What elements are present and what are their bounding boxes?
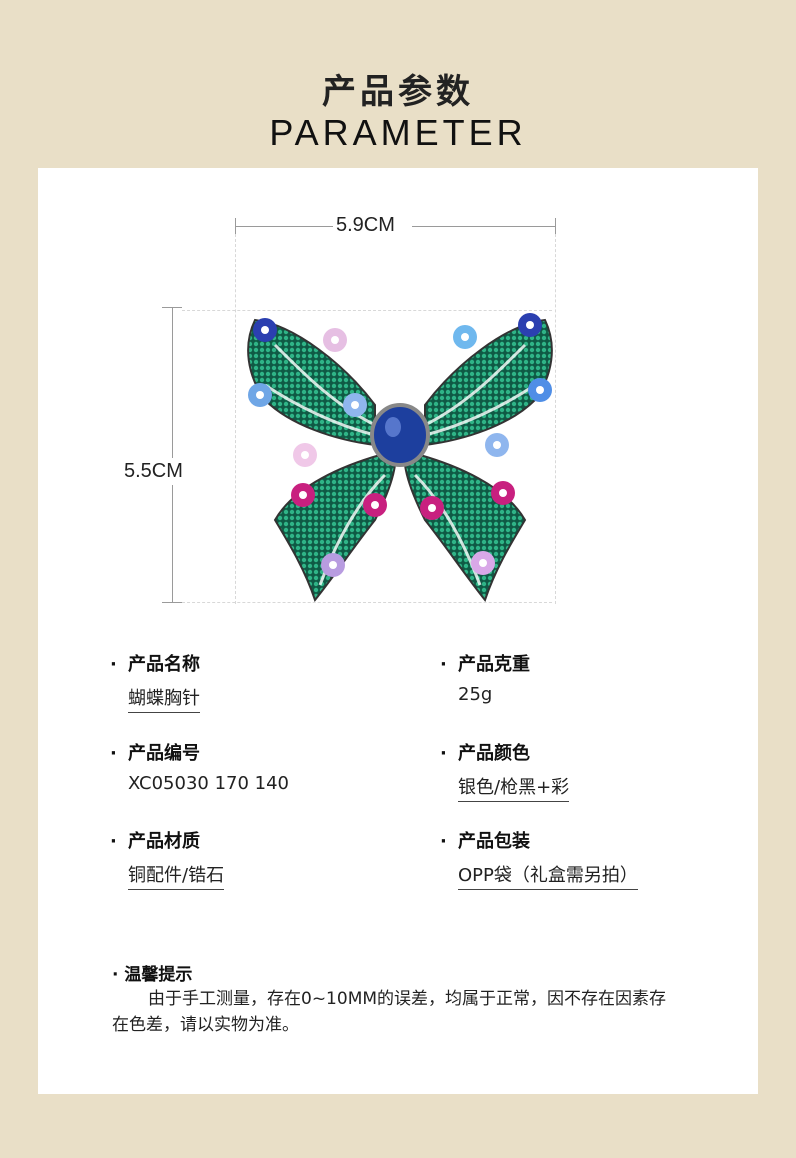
spec-color-value: 银色/枪黑+彩 — [458, 773, 570, 802]
width-dimension-tick-left — [235, 218, 236, 234]
spec-package: ·产品包装 OPP袋（礼盒需另拍） — [440, 827, 638, 890]
tip-text: 由于手工测量，存在0~10MM的误差，均属于正常，因不存在因素存在色差，请以实物… — [112, 989, 667, 1035]
width-dimension-label: 5.9CM — [336, 214, 395, 236]
content-panel — [38, 168, 758, 1094]
spec-package-value: OPP袋（礼盒需另拍） — [458, 861, 638, 890]
spec-weight-label: 产品克重 — [458, 654, 530, 675]
tip-title-text: 温馨提示 — [124, 965, 193, 985]
height-dimension-line — [172, 307, 173, 603]
spec-package-label: 产品包装 — [458, 831, 530, 852]
spec-weight: ·产品克重 25g — [440, 654, 530, 705]
width-dimension-tick-right — [555, 218, 556, 234]
width-guide-left — [235, 234, 236, 604]
butterfly-brooch-image — [247, 313, 553, 603]
spec-weight-value: 25g — [458, 684, 493, 705]
spec-name-label: 产品名称 — [128, 654, 200, 675]
width-guide-right — [555, 234, 556, 604]
page-title-cn: 产品参数 — [322, 72, 474, 112]
spec-code-label: 产品编号 — [128, 743, 200, 764]
spec-material: ·产品材质 铜配件/锆石 — [110, 827, 225, 890]
spec-code-value: XC05030 170 140 — [128, 773, 290, 794]
height-guide-bottom — [182, 602, 552, 603]
height-dimension-tick-top — [162, 307, 182, 308]
height-dimension-tick-bottom — [162, 602, 182, 603]
width-dimension-line-right — [412, 226, 555, 227]
spec-name-value: 蝴蝶胸针 — [128, 684, 200, 713]
height-dimension-label: 5.5CM — [124, 458, 183, 485]
spec-name: ·产品名称 蝴蝶胸针 — [110, 650, 200, 713]
width-dimension-line-left — [235, 226, 333, 227]
tip-title: · 温馨提示 — [112, 965, 193, 985]
spec-material-value: 铜配件/锆石 — [128, 861, 225, 890]
spec-color-label: 产品颜色 — [458, 743, 530, 764]
spec-color: ·产品颜色 银色/枪黑+彩 — [440, 739, 570, 802]
spec-code: ·产品编号 XC05030 170 140 — [110, 743, 290, 794]
page-title-en: PARAMETER — [269, 112, 527, 153]
spec-material-label: 产品材质 — [128, 831, 200, 852]
height-guide-top — [182, 310, 552, 311]
